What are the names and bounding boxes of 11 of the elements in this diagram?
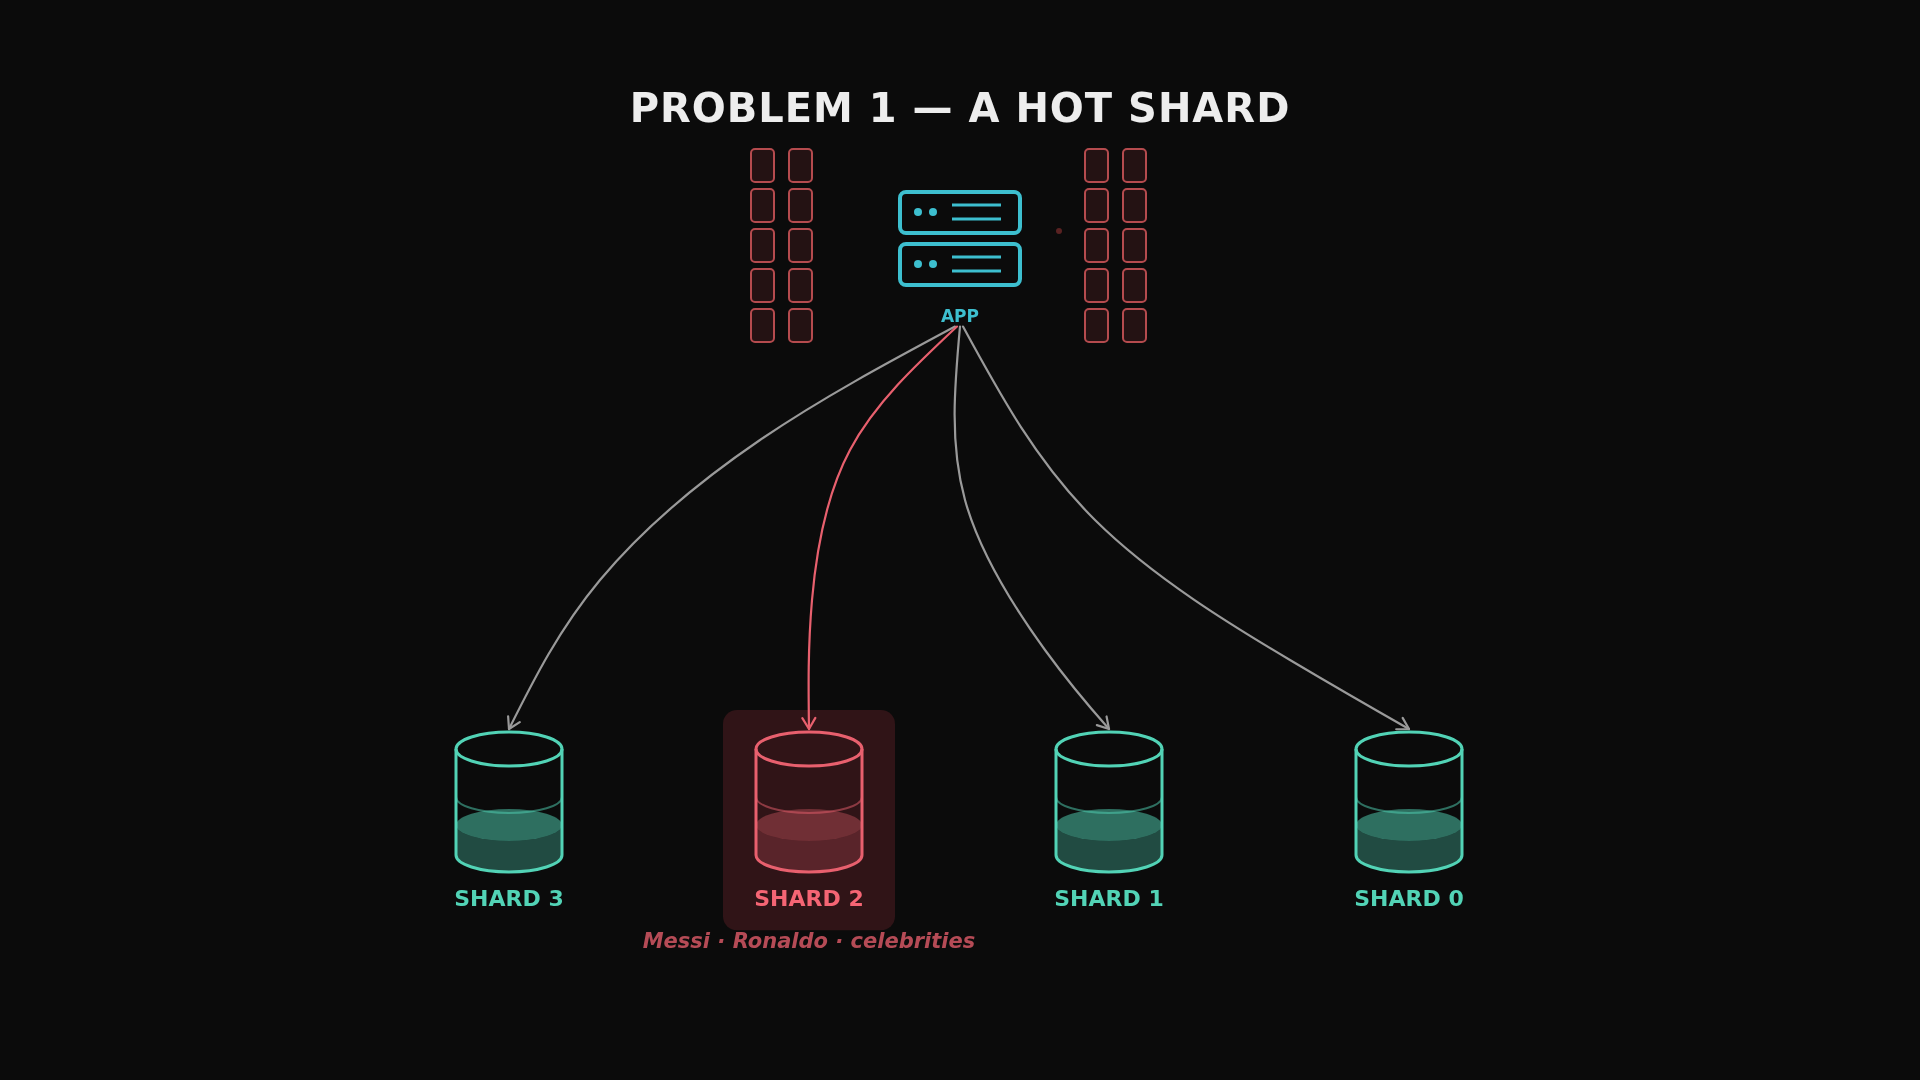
arrow — [953, 325, 1111, 731]
arrow — [507, 325, 957, 731]
shard-label: SHARD 0 — [1354, 886, 1464, 912]
shard-label: SHARD 2 — [754, 886, 864, 912]
shard-label: SHARD 1 — [1054, 886, 1164, 912]
node-label: APP — [940, 307, 980, 327]
node-caption: Messi · Ronaldo · celebrities — [642, 928, 976, 955]
diagram-title: PROBLEM 1 — A HOT SHARD — [629, 84, 1291, 132]
shard-label: SHARD 3 — [454, 886, 564, 912]
arrow — [801, 325, 959, 731]
arrow — [961, 325, 1411, 731]
